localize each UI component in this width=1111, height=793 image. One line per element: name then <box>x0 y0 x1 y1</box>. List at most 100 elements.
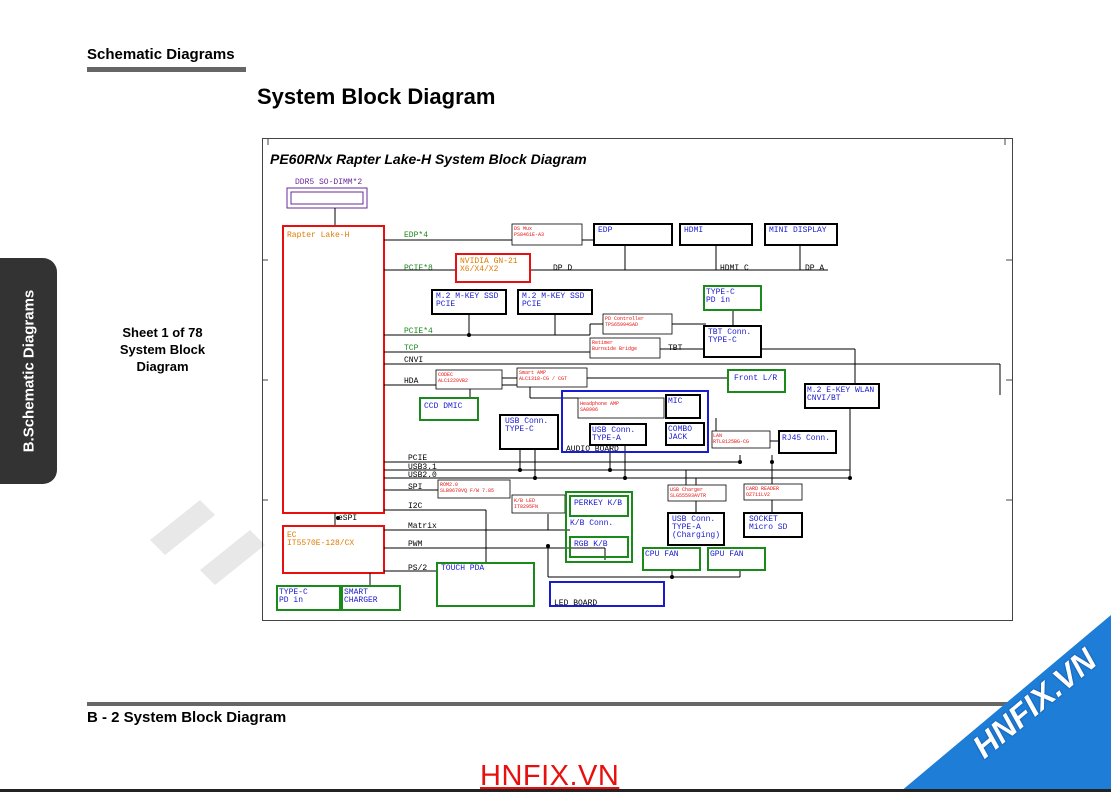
smart-amp-block <box>516 367 588 388</box>
kb-conn-group <box>565 491 633 563</box>
ccd-dmic-block <box>419 397 479 421</box>
hdmi-c-label: HDMI C <box>720 264 749 273</box>
retimer-chip: Burnside Bridge <box>592 346 637 352</box>
corner-watermark: HNFIX.VN <box>900 615 1111 792</box>
hdmi-label: HDMI <box>684 226 703 235</box>
sig-cnvi: CNVI <box>404 356 423 365</box>
pd-controller-block <box>602 313 673 335</box>
usb-typec-block <box>499 414 559 450</box>
tbt-signal-label: TBT <box>668 344 683 353</box>
sig-hda: HDA <box>404 377 419 386</box>
cpu-fan-block <box>642 547 701 571</box>
footer-label: B - 2 System Block Diagram <box>87 709 287 726</box>
ssd1-bus: PCIE <box>436 300 455 309</box>
hp-amp-block <box>577 397 665 419</box>
junction-dots <box>336 333 852 579</box>
card-reader-label: CARD READER <box>746 486 779 492</box>
card-reader-block <box>743 483 803 501</box>
usb-a-audio-sub: TYPE-A <box>592 434 621 443</box>
led-board-block <box>549 581 665 607</box>
pd-controller-chip: TPS65994SAD <box>605 322 638 328</box>
diagram-title: PE60RNx Rapter Lake-H System Block Diagr… <box>270 151 587 167</box>
sheet-info: Sheet 1 of 78 System Block Diagram <box>100 324 225 375</box>
sig-pwm: PWM <box>408 540 423 549</box>
gpu-lanes-label: X6/X4/X2 <box>460 265 499 274</box>
ec-block <box>282 525 385 574</box>
micro-sd-label: SOCKET <box>749 515 778 524</box>
cpu-label: Rapter Lake-H <box>287 231 350 240</box>
spi-rom-label: ROM2.0 <box>440 482 458 488</box>
dp-a-label: DP A <box>805 264 824 273</box>
ssd2-block <box>517 289 593 315</box>
usb-charging-note: (Charging) <box>672 531 720 540</box>
ds-mux-block <box>511 223 583 246</box>
touch-pad-block <box>436 562 535 607</box>
kb-led-chip: IT8295FN <box>514 504 538 510</box>
combo-jack-label: COMBO <box>668 425 692 434</box>
usb-charging-type: TYPE-A <box>672 523 701 532</box>
touch-pad-label: TOUCH PDA <box>441 564 484 573</box>
ddr-label: DDR5 SO-DIMM*2 <box>295 178 362 187</box>
dp-d-label: DP D <box>553 264 572 273</box>
background-watermark-shape <box>150 500 265 585</box>
typec-pd-block <box>703 285 762 311</box>
smart-charger-block <box>341 585 401 611</box>
sig-pcie8: PCIE*8 <box>404 264 433 273</box>
card-reader-chip: OZ711LV2 <box>746 492 770 498</box>
gpu-fan-label: GPU FAN <box>710 550 744 559</box>
wlan-label: M.2 E-KEY WLAN <box>807 386 874 395</box>
side-tab[interactable]: B.Schematic Diagrams <box>0 258 57 484</box>
spi-rom-chip: SLB9670VQ F/W 7.85 <box>440 488 494 494</box>
smart-amp-chip: ALC1318-CG / CGT <box>519 376 567 382</box>
audio-board-block <box>561 390 709 453</box>
spi-rom-block <box>437 479 511 499</box>
ssd2-bus: PCIE <box>522 300 541 309</box>
mini-dp-block <box>764 223 838 246</box>
codec-block <box>435 369 503 390</box>
sig-pcie: PCIE <box>408 454 427 463</box>
ccd-dmic-label: CCD DMIC <box>424 402 463 411</box>
section-header: Schematic Diagrams <box>87 46 235 63</box>
micro-sd-block <box>743 512 803 538</box>
sig-ps2: PS/2 <box>408 564 427 573</box>
smart-charger-label: SMART <box>344 588 368 597</box>
ds-mux-chip: PS8461E-A3 <box>514 232 544 238</box>
mic-block <box>665 394 701 419</box>
pd-controller-label: PD Controller <box>605 316 644 322</box>
gpu-label: NVIDIA GN-21 <box>460 257 518 266</box>
ec-label: EC <box>287 531 297 540</box>
gpu-fan-block <box>707 547 766 571</box>
wlan-block <box>804 383 880 409</box>
typec-pd-sub: PD in <box>706 296 730 305</box>
ssd1-block <box>431 289 507 315</box>
mic-label: MIC <box>668 397 683 406</box>
espi-label: eSPI <box>338 514 357 523</box>
lan-chip: RTL8125BG-CG <box>713 439 749 445</box>
retimer-label: Retimer <box>592 340 613 346</box>
cpu-block <box>282 225 385 514</box>
section-header-bar <box>87 67 246 72</box>
front-lr-label: Front L/R <box>734 374 777 383</box>
sheet-number: Sheet 1 of 78 <box>122 325 203 340</box>
usb-charger-label: USB Charger <box>670 487 703 493</box>
hdmi-block <box>679 223 753 246</box>
typec-pd2-sub: PD in <box>279 596 303 605</box>
sig-matrix: Matrix <box>408 522 437 531</box>
audio-board-label: AUDIO BOARD <box>566 445 619 454</box>
tbt-sub: TYPE-C <box>708 336 737 345</box>
rj45-block <box>778 430 837 454</box>
rj45-label: RJ45 Conn. <box>782 434 830 443</box>
mini-dp-label: MINI DISPLAY <box>769 226 827 235</box>
codec-label: CODEC <box>438 372 453 378</box>
ssd1-label: M.2 M-KEY SSD <box>436 292 499 301</box>
perkey-kb-block <box>569 495 629 517</box>
retimer-block <box>589 337 661 359</box>
footer-bar <box>87 702 1022 706</box>
wlan-sub: CNVI/BT <box>807 394 841 403</box>
led-board-label: LED BOARD <box>554 599 597 608</box>
center-watermark: HNFIX.VN <box>480 760 620 792</box>
micro-sd-sub: Micro SD <box>749 523 788 532</box>
tbt-label: TBT Conn. <box>708 328 751 337</box>
usb-charging-block <box>667 512 725 546</box>
